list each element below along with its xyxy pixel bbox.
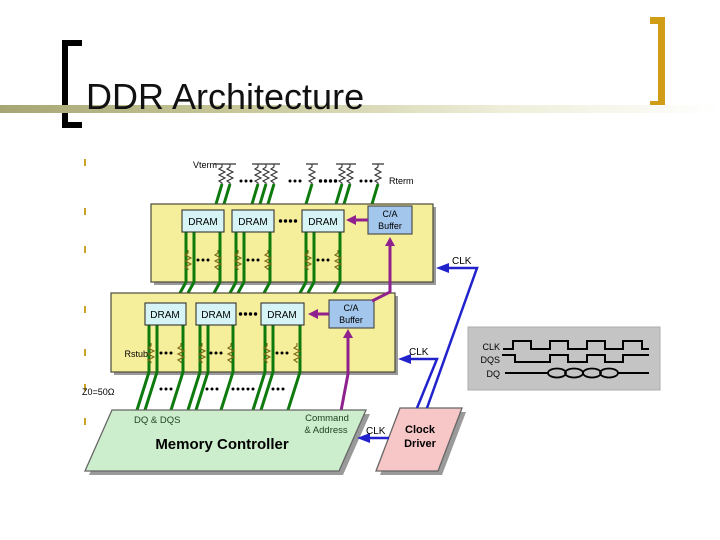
clk-label: CLK [366,426,386,437]
dqs-waveform [502,354,649,363]
clock-driver-label: Clock [405,424,436,436]
dram-chip-label: DRAM [267,310,296,321]
bullet-tick-marks [84,159,86,425]
clock-distribution: CLK CLK CLK [357,256,479,443]
timing-waveform-inset: CLK DQS DQ [467,326,661,391]
vterm-label: Vterm [193,160,217,170]
clk-label: CLK [452,256,472,267]
memory-controller-label: Memory Controller [155,436,289,453]
title-underline-rule [0,105,720,113]
clk-waveform [503,340,649,350]
dram-chip-label: DRAM [308,217,337,228]
ca-buffer-label: C/A [382,209,397,219]
ca-buffer-label: Buffer [378,221,402,231]
dimm-module-2: DRAM DRAM DRAM C/A Buffer Rstub [110,292,398,375]
clock-driver: Clock Driver [375,407,466,475]
dram-chip-label: DRAM [238,217,267,228]
dq-dqs-label: DQ & DQS [134,415,180,426]
page-title: DDR Architecture [86,76,365,117]
clock-driver-label: Driver [404,438,437,450]
waveform-dqs-label: DQS [480,355,500,365]
dram-chip-label: DRAM [188,217,217,228]
dram-chip-label: DRAM [150,310,179,321]
z0-impedance-label: Z0=50Ω [82,387,115,397]
dq-waveform [505,367,649,379]
title-left-bracket-decoration [62,40,82,128]
waveform-clk-label: CLK [482,342,500,352]
ca-buffer-label: C/A [343,303,358,313]
command-address-path [339,237,395,412]
command-address-label: & Address [304,425,348,436]
waveform-dq-label: DQ [487,369,501,379]
ca-fanout-arrowhead [346,215,356,225]
memory-controller: DQ & DQS Command & Address Memory Contro… [84,409,370,475]
command-address-label: Command [305,413,349,424]
channel-traces: Z0=50Ω [82,371,302,411]
clk-label: CLK [409,347,429,358]
termination-network: Vterm Rterm [193,160,414,205]
rstub-label: Rstub [124,349,148,359]
dram-chip-label: DRAM [201,310,230,321]
inter-module-traces [178,281,342,294]
rterm-label: Rterm [389,176,414,186]
ca-buffer-label: Buffer [339,315,363,325]
title-right-bracket-decoration [650,17,665,108]
ca-fanout-arrowhead [308,309,318,319]
